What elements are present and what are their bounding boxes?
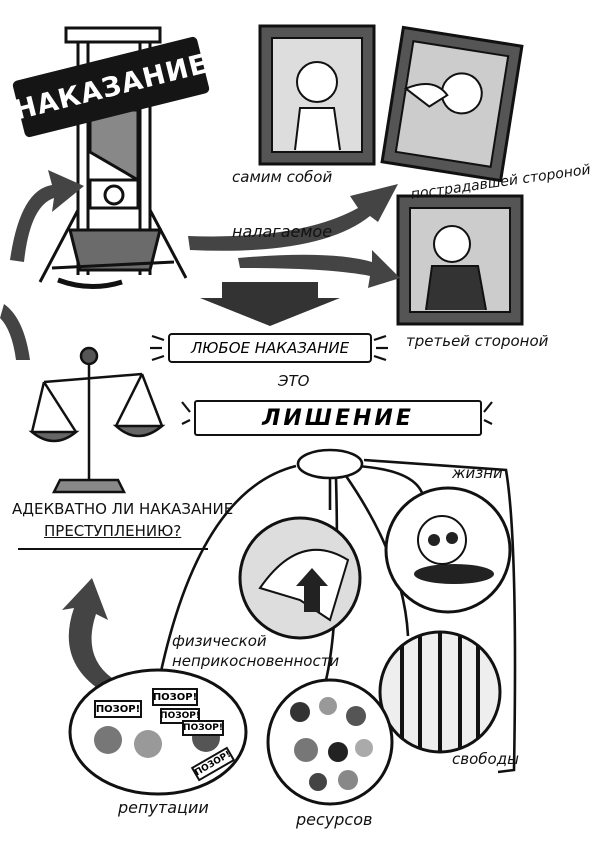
label-self: самим собой (232, 168, 333, 186)
bracket-marks (150, 334, 493, 425)
label-body-2: неприкосновенности (172, 652, 340, 670)
circle-body (238, 516, 362, 640)
protest-sign-1: ПОЗОР! (94, 700, 142, 718)
circle-resources (266, 678, 394, 806)
portrait-self (258, 24, 376, 166)
label-third-party: третьей стороной (406, 332, 549, 350)
deprivation-box: ЛИШЕНИЕ (194, 400, 482, 436)
scales-illustration (28, 346, 166, 494)
question-line2: ПРЕСТУПЛЕНИЮ? (44, 522, 182, 540)
label-freedom: свободы (452, 750, 519, 768)
label-resources: ресурсов (296, 810, 373, 829)
protest-sign-2: ПОЗОР! (152, 688, 198, 706)
label-body-1: физической (172, 632, 267, 650)
protest-sign-4: ПОЗОР! (182, 720, 224, 736)
label-is: ЭТО (278, 372, 310, 390)
label-life: жизни (452, 464, 503, 482)
question-underline (18, 548, 208, 550)
portrait-victim (380, 25, 524, 183)
arrows (0, 170, 400, 690)
portrait-third-party (396, 194, 524, 326)
label-reputation: репутации (118, 798, 209, 817)
question-line1: АДЕКВАТНО ЛИ НАКАЗАНИЕ (12, 500, 234, 518)
circle-life (384, 486, 512, 614)
label-imposed: налагаемое (232, 222, 333, 241)
branch-oval (296, 448, 364, 480)
circle-freedom (378, 630, 502, 754)
any-punishment-box: ЛЮБОЕ НАКАЗАНИЕ (168, 333, 372, 363)
